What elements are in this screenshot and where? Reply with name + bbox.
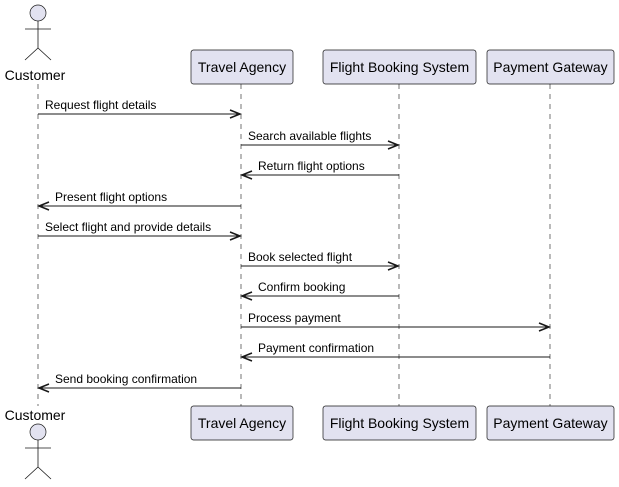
participant-agency-bottom: Travel Agency (190, 405, 294, 441)
participants-top: Customer Travel Agency Flight Booking Syst… (5, 4, 615, 85)
participant-agency-top: Travel Agency (190, 49, 294, 85)
actor-figure-bottom: Customer (5, 407, 66, 480)
participant-payment-bottom: Payment Gateway (486, 405, 615, 441)
participant-box (322, 49, 477, 85)
arrowhead-icon (229, 231, 243, 241)
message-process-payment: Process payment (241, 311, 552, 332)
arrowhead-icon (239, 352, 253, 362)
arrowhead-icon (229, 109, 243, 119)
participant-label: Travel Agency (198, 59, 286, 75)
participant-payment-top: Payment Gateway (486, 49, 615, 85)
participant-box (486, 49, 615, 85)
lifelines (37, 84, 551, 406)
arrowhead-icon (538, 322, 552, 332)
message-confirm-booking: Confirm booking (239, 280, 399, 301)
participant-label: Payment Gateway (493, 59, 607, 75)
actor-label-top: Customer (5, 67, 66, 83)
participant-box (190, 49, 294, 85)
participant-label: Flight Booking System (330, 59, 469, 75)
participant-box (190, 405, 294, 441)
message-label: Send booking confirmation (55, 372, 197, 386)
arrowhead-icon (387, 140, 401, 150)
arrowhead-icon (239, 291, 253, 301)
message-book-selected-flight: Book selected flight (241, 250, 401, 271)
participant-flights-bottom: Flight Booking System (322, 405, 477, 441)
message-label: Return flight options (258, 159, 365, 173)
participant-label: Flight Booking System (330, 415, 469, 431)
arrowhead-icon (36, 201, 50, 211)
message-send-booking-confirmation: Send booking confirmation (36, 372, 241, 393)
message-label: Payment confirmation (258, 341, 374, 355)
message-label: Select flight and provide details (45, 220, 211, 234)
message-select-flight-and-provide-details: Select flight and provide details (38, 220, 243, 241)
message-label: Present flight options (55, 190, 167, 204)
participant-flights-top: Flight Booking System (322, 49, 477, 85)
actor-figure-top: Customer (5, 4, 66, 83)
participant-label: Payment Gateway (493, 415, 607, 431)
message-search-available-flights: Search available flights (241, 129, 401, 150)
message-label: Request flight details (45, 98, 156, 112)
actor-label-bottom: Customer (5, 407, 66, 423)
participant-box (322, 405, 477, 441)
actor-icon (29, 423, 47, 441)
actor-icon (29, 4, 47, 22)
message-present-flight-options: Present flight options (36, 190, 241, 211)
message-payment-confirmation: Payment confirmation (239, 341, 550, 362)
arrowhead-icon (36, 383, 50, 393)
message-label: Book selected flight (248, 250, 353, 264)
message-return-flight-options: Return flight options (239, 159, 399, 180)
message-label: Process payment (248, 311, 341, 325)
participant-label: Travel Agency (198, 415, 286, 431)
message-label: Search available flights (248, 129, 371, 143)
participant-box (486, 405, 615, 441)
arrowhead-icon (239, 170, 253, 180)
message-label: Confirm booking (258, 280, 345, 294)
arrowhead-icon (387, 261, 401, 271)
message-request-flight-details: Request flight details (38, 98, 243, 119)
